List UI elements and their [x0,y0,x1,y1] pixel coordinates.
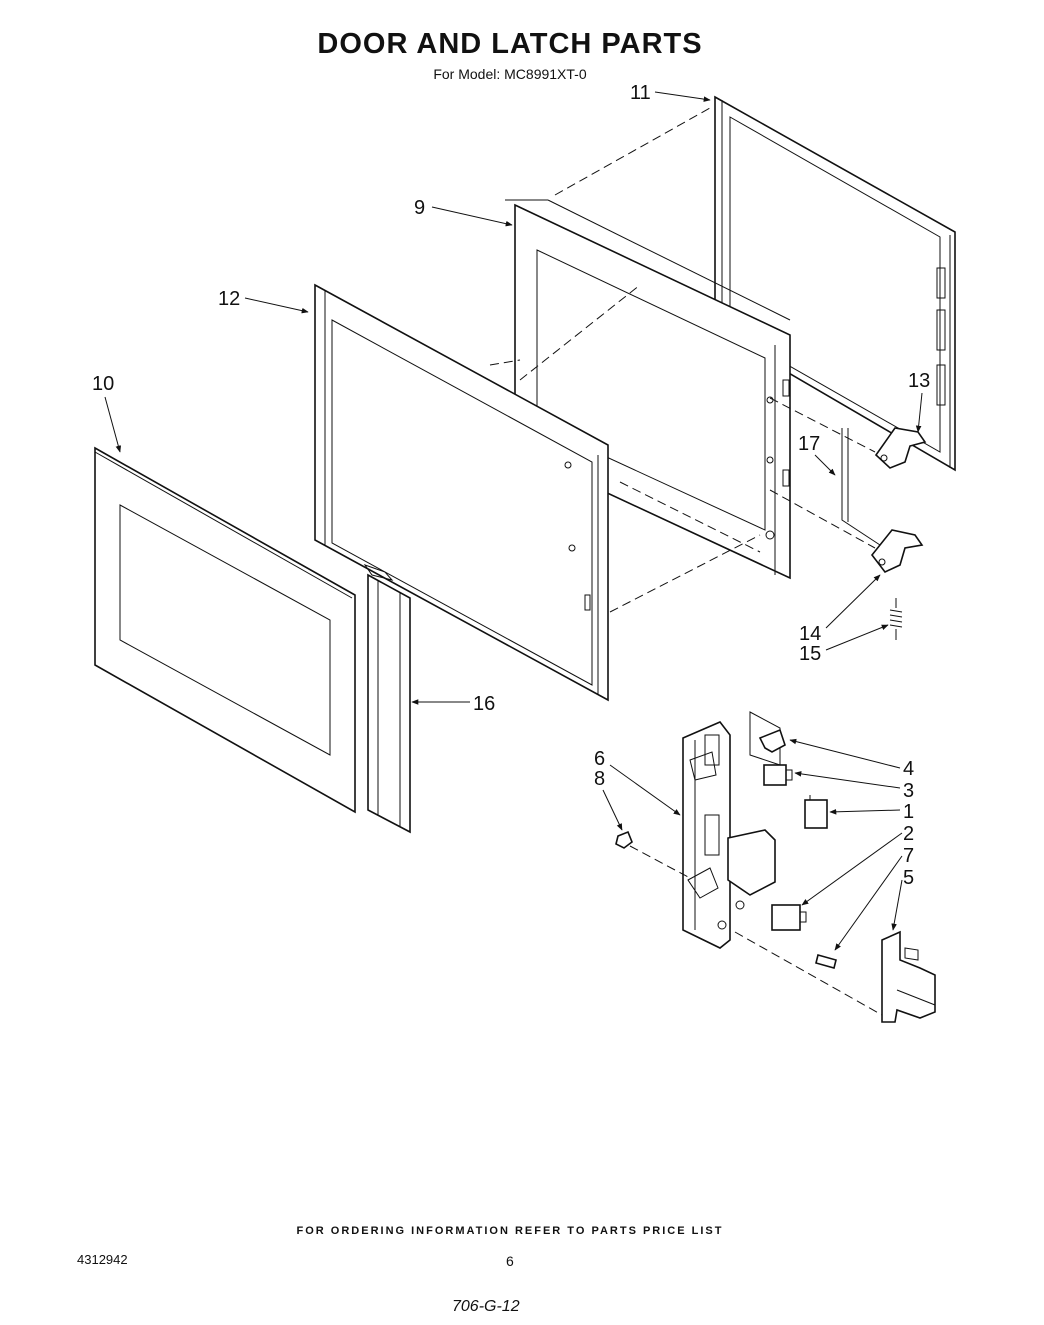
callout-5: 5 [903,867,914,889]
callout-15: 15 [799,643,821,665]
part-3-interlock-switch [763,764,793,786]
page-title: DOOR AND LATCH PARTS [317,28,703,60]
page-number: 6 [506,1253,514,1269]
part-5-actuator [881,930,936,1023]
part-12-door-trim-frame [314,283,609,702]
callout-6: 6 [594,748,605,770]
part-13-upper-latch [874,427,927,469]
callout-12: 12 [218,288,240,310]
callout-13: 13 [908,370,930,392]
callout-7: 7 [903,845,914,867]
part-8-nut [615,830,633,849]
interlock-bracket [682,711,781,949]
callout-14: 14 [799,623,821,645]
part-11-door-frame [714,95,956,472]
document-number: 4312942 [77,1252,128,1267]
callout-10: 10 [92,373,114,395]
handwritten-note: 706-G-12 [452,1298,520,1315]
callout-2: 2 [903,823,914,845]
part-7-screw [815,954,837,969]
callout-3: 3 [903,780,914,802]
part-4-latch-lever [758,728,786,753]
callout-17: 17 [798,433,820,455]
part-10-outer-door-panel [94,446,356,814]
callout-8: 8 [594,768,605,790]
callout-11: 11 [630,82,651,104]
part-1-interlock-switch [804,795,828,829]
part-17-latch-rod [841,428,881,546]
ordering-note: FOR ORDERING INFORMATION REFER TO PARTS … [296,1225,724,1237]
part-15-latch-spring [889,598,903,640]
exploded-parts-diagram: 11 9 12 10 13 17 14 15 16 6 8 4 3 1 2 7 … [92,82,956,1023]
alignment-lines [489,107,883,1016]
callout-4: 4 [903,758,914,780]
part-2-monitor-switch [771,904,807,931]
callout-leaders [104,91,923,951]
callout-1: 1 [903,801,914,823]
model-subtitle: For Model: MC8991XT-0 [433,66,587,82]
part-14-lower-latch [870,529,924,573]
callout-9: 9 [414,197,425,219]
callout-16: 16 [473,693,495,715]
part-16-handle-strip [363,564,411,834]
